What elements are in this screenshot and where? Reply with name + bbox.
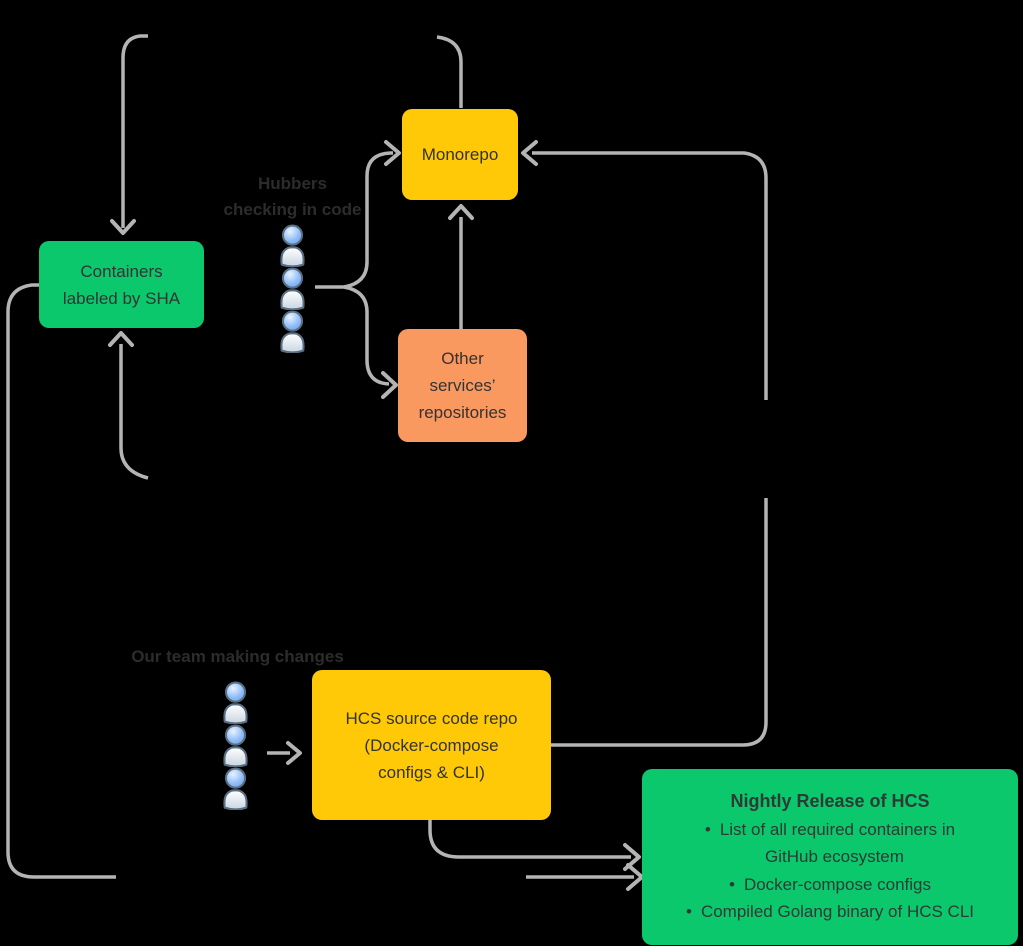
wire-hubbers-to-monorepo bbox=[343, 151, 393, 289]
wire-hcs-to-nightly bbox=[428, 820, 631, 859]
node-text-line: Monorepo bbox=[421, 145, 499, 164]
node-text-line: Other bbox=[441, 349, 484, 368]
arrowhead-containers-bottom bbox=[108, 331, 134, 347]
bullet-dot: • bbox=[728, 874, 735, 894]
nightly-release-title: Nightly Release of HCS bbox=[730, 791, 930, 812]
label-our-team-making-changes: Our team making changes bbox=[100, 644, 375, 670]
wire-hubbers-to-other-repos bbox=[343, 285, 390, 386]
nightly-release-item: •Docker-compose configs bbox=[729, 871, 931, 899]
arrowhead-hcs-left bbox=[286, 741, 302, 765]
person-icon bbox=[275, 222, 310, 267]
label-hubbers-checking-in-code: Hubbers checking in code bbox=[205, 171, 380, 223]
bullet-dot: • bbox=[704, 819, 711, 839]
nightly-release-item: •Compiled Golang binary of HCS CLI bbox=[686, 898, 974, 926]
arrowhead-monorepo-right bbox=[521, 140, 538, 166]
hubbers-person-group bbox=[275, 224, 310, 353]
bullet-dot: • bbox=[685, 902, 692, 922]
person-icon bbox=[218, 722, 253, 767]
node-other-services-repositories: Other services’ repositories bbox=[398, 329, 527, 442]
wire-into-monorepo-top bbox=[436, 35, 463, 108]
arrowhead-containers-top bbox=[110, 219, 136, 235]
node-text-line: services’ bbox=[429, 376, 496, 395]
label-line: checking in code bbox=[223, 200, 362, 219]
label-line: Our team making changes bbox=[131, 647, 344, 666]
node-text-line: Containers bbox=[80, 261, 163, 281]
node-text-line: labeled by SHA bbox=[62, 288, 181, 308]
node-text-line: repositories bbox=[418, 403, 507, 422]
node-hcs-source-code-repo: HCS source code repo (Docker-compose con… bbox=[312, 670, 551, 820]
person-icon bbox=[218, 765, 253, 810]
node-nightly-release-of-hcs: Nightly Release of HCS •List of all requ… bbox=[642, 769, 1018, 945]
node-containers-labeled-by-sha: Containers labeled by SHA bbox=[39, 241, 204, 328]
node-text-line: configs & CLI) bbox=[378, 762, 485, 782]
nightly-release-item-continuation: GitHub ecosystem bbox=[765, 847, 904, 867]
arrowhead-monorepo-bottom bbox=[448, 204, 474, 220]
arrowhead-other-repos-left bbox=[381, 371, 398, 399]
our-team-person-group bbox=[218, 681, 253, 810]
wire-containers-left-loop bbox=[6, 283, 116, 879]
arrowhead-monorepo-left bbox=[384, 140, 401, 166]
nightly-release-item: •List of all required containers in bbox=[705, 816, 955, 844]
wire-into-containers-top bbox=[121, 34, 148, 228]
person-icon bbox=[275, 308, 310, 353]
node-text-line: (Docker-compose bbox=[364, 735, 499, 755]
label-line: Hubbers bbox=[258, 174, 327, 193]
node-text-line: HCS source code repo bbox=[345, 708, 518, 728]
wire-into-containers-bottom bbox=[119, 344, 149, 480]
wire-right-loop-to-monorepo bbox=[532, 151, 768, 400]
wire-hcs-to-right-loop bbox=[551, 498, 768, 747]
person-icon bbox=[218, 679, 253, 724]
node-monorepo: Monorepo bbox=[402, 109, 518, 200]
person-icon bbox=[275, 265, 310, 310]
